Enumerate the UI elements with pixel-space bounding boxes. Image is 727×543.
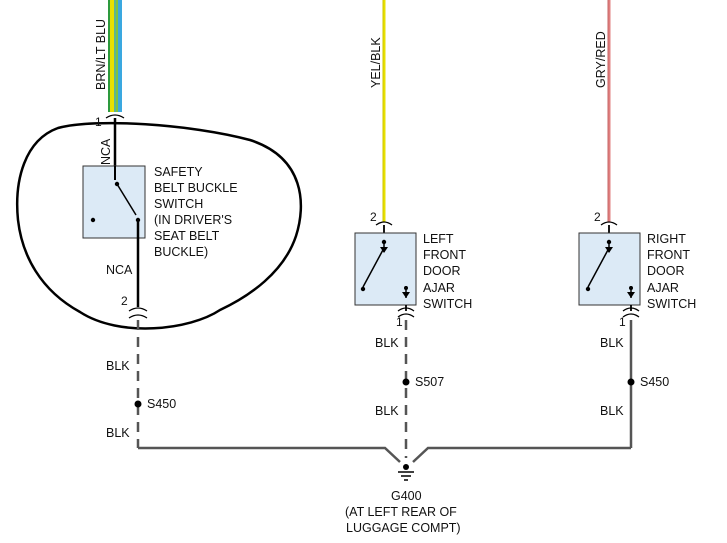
wire-label-blk-left-1: BLK xyxy=(106,359,130,373)
splice-right-label: S450 xyxy=(640,375,669,389)
ground-id: G400 xyxy=(391,489,422,503)
ground-bus-right xyxy=(412,446,631,463)
svg-text:FRONT: FRONT xyxy=(647,248,690,262)
svg-text:(IN DRIVER'S: (IN DRIVER'S xyxy=(154,213,232,227)
rf-door-switch-label: RIGHT FRONT DOOR AJAR SWITCH xyxy=(647,232,696,311)
svg-text:BELT BUCKLE: BELT BUCKLE xyxy=(154,181,238,195)
brn-lt-blu-wire xyxy=(108,0,122,112)
wire-label-nca-top: NCA xyxy=(99,138,113,165)
hand-drawn-circle xyxy=(16,121,303,330)
wire-label-brn-lt-blu: BRN/LT BLU xyxy=(94,19,108,90)
splice-middle-dot xyxy=(402,378,410,386)
wire-label-blk-right-2: BLK xyxy=(600,404,624,418)
splice-middle-label: S507 xyxy=(415,375,444,389)
splice-right-dot xyxy=(627,378,635,386)
svg-text:DOOR: DOOR xyxy=(647,264,685,278)
ground-symbol xyxy=(398,464,414,481)
wire-label-blk-right-1: BLK xyxy=(600,336,624,350)
splice-left-label: S450 xyxy=(147,397,176,411)
wire-label-blk-mid-1: BLK xyxy=(375,336,399,350)
wire-label-nca-bottom: NCA xyxy=(106,263,133,277)
pin-label-seat-top: 1 xyxy=(95,115,102,129)
svg-text:AJAR: AJAR xyxy=(647,281,679,295)
svg-text:AJAR: AJAR xyxy=(423,281,455,295)
pin-label-rf-bottom: 1 xyxy=(619,315,626,329)
wire-label-yel-blk: YEL/BLK xyxy=(369,37,383,88)
svg-text:SAFETY: SAFETY xyxy=(154,165,203,179)
svg-text:BUCKLE): BUCKLE) xyxy=(154,245,208,259)
connector-seat-bottom xyxy=(128,307,148,312)
wire-label-gry-red: GRY/RED xyxy=(594,31,608,88)
svg-text:SWITCH: SWITCH xyxy=(423,297,472,311)
svg-text:FRONT: FRONT xyxy=(423,248,466,262)
wire-label-blk-left-2: BLK xyxy=(106,426,130,440)
svg-text:SWITCH: SWITCH xyxy=(154,197,203,211)
lf-door-switch-label: LEFT FRONT DOOR AJAR SWITCH xyxy=(423,232,472,311)
pin-label-lf-top: 2 xyxy=(370,210,377,224)
seat-belt-switch-label: SAFETY BELT BUCKLE SWITCH (IN DRIVER'S S… xyxy=(154,165,238,259)
ground-bus-left xyxy=(138,446,401,463)
svg-text:SWITCH: SWITCH xyxy=(647,297,696,311)
pin-label-lf-bottom: 1 xyxy=(396,315,403,329)
pin-label-rf-top: 2 xyxy=(594,210,601,224)
splice-left-dot xyxy=(134,400,142,408)
svg-text:DOOR: DOOR xyxy=(423,264,461,278)
svg-text:RIGHT: RIGHT xyxy=(647,232,686,246)
ground-location-line-1: (AT LEFT REAR OF xyxy=(345,505,457,519)
svg-text:SEAT BELT: SEAT BELT xyxy=(154,229,220,243)
pin-label-seat-bottom: 2 xyxy=(121,294,128,308)
wire-label-blk-mid-2: BLK xyxy=(375,404,399,418)
ground-location-line-2: LUGGAGE COMPT) xyxy=(346,521,461,535)
connector-seat-top xyxy=(105,114,125,119)
svg-text:LEFT: LEFT xyxy=(423,232,454,246)
